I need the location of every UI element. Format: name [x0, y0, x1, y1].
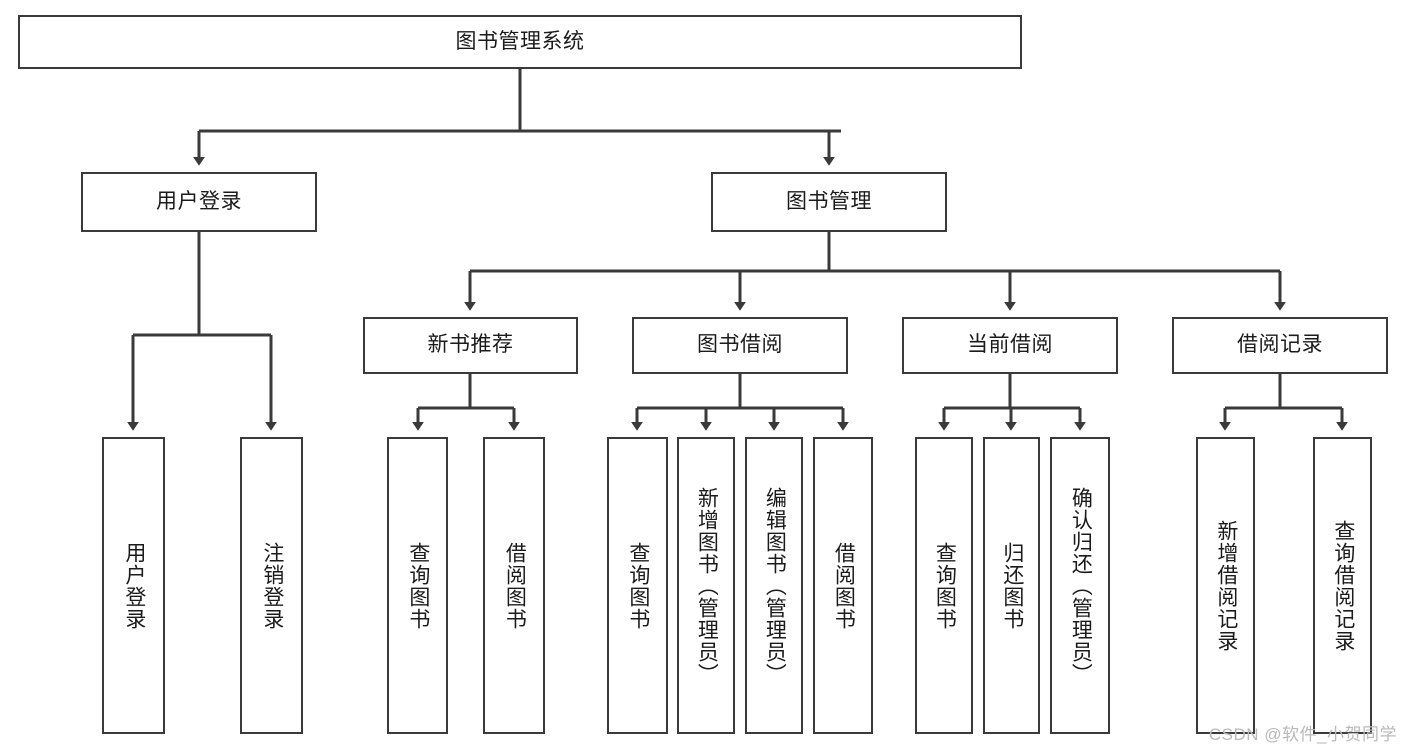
connectors-root-to-level2 [193, 69, 841, 166]
node-leaf-query-book-2[interactable]: 查询图书 [607, 437, 668, 734]
node-leaf-confirm-return-admin[interactable]: 确认归还（管理员） [1050, 437, 1110, 734]
node-borrow-record-label: 借阅记录 [1237, 333, 1323, 357]
node-borrow-record[interactable]: 借阅记录 [1172, 317, 1388, 374]
node-current-borrow[interactable]: 当前借阅 [902, 317, 1118, 374]
node-leaf-user-login[interactable]: 用户登录 [102, 437, 165, 734]
connectors-userlogin-to-leaves [127, 232, 277, 431]
node-leaf-query-book-2-label: 查询图书 [626, 541, 650, 630]
node-book-manage-label: 图书管理 [786, 189, 872, 213]
node-current-borrow-label: 当前借阅 [967, 333, 1053, 357]
node-leaf-confirm-return-admin-label: 确认归还（管理员） [1069, 486, 1093, 685]
node-leaf-query-book-3[interactable]: 查询图书 [915, 437, 973, 734]
connectors-bookmanage-to-level3 [464, 232, 1286, 311]
connectors-bookborrow-to-leaves [631, 374, 849, 431]
node-leaf-query-borrow-record[interactable]: 查询借阅记录 [1313, 437, 1372, 734]
node-user-login-label: 用户登录 [156, 189, 242, 213]
connectors-currentborrow-to-leaves [938, 374, 1086, 431]
node-leaf-add-book-admin[interactable]: 新增图书（管理员） [677, 437, 735, 734]
node-leaf-query-book-3-label: 查询图书 [933, 541, 957, 630]
node-leaf-add-borrow-record-label: 新增借阅记录 [1214, 519, 1238, 652]
node-leaf-logout-login[interactable]: 注销登录 [240, 437, 303, 734]
node-leaf-borrow-book-2-label: 借阅图书 [832, 541, 856, 630]
node-root-label: 图书管理系统 [455, 29, 585, 53]
node-book-manage[interactable]: 图书管理 [711, 172, 947, 232]
node-leaf-return-book-label: 归还图书 [1000, 541, 1024, 630]
connectors-borrowrecord-to-leaves [1219, 374, 1348, 431]
node-leaf-borrow-book-2[interactable]: 借阅图书 [813, 437, 873, 734]
node-leaf-query-book-1-label: 查询图书 [406, 541, 430, 630]
watermark: CSDN @软件_小贺同学 [1208, 725, 1397, 744]
node-book-borrow[interactable]: 图书借阅 [632, 317, 848, 374]
node-leaf-user-login-label: 用户登录 [122, 541, 146, 630]
node-leaf-query-book-1[interactable]: 查询图书 [387, 437, 448, 734]
node-leaf-borrow-book-1[interactable]: 借阅图书 [483, 437, 545, 734]
node-user-login[interactable]: 用户登录 [81, 172, 317, 232]
node-new-book-recommend-label: 新书推荐 [427, 333, 514, 357]
node-leaf-borrow-book-1-label: 借阅图书 [503, 541, 527, 630]
node-leaf-logout-login-label: 注销登录 [260, 541, 284, 630]
node-leaf-add-book-admin-label: 新增图书（管理员） [695, 486, 719, 685]
node-root[interactable]: 图书管理系统 [18, 15, 1022, 69]
node-new-book-recommend[interactable]: 新书推荐 [363, 317, 578, 374]
node-leaf-query-borrow-record-label: 查询借阅记录 [1331, 519, 1355, 652]
node-leaf-add-borrow-record[interactable]: 新增借阅记录 [1196, 437, 1255, 734]
node-leaf-edit-book-admin[interactable]: 编辑图书（管理员） [745, 437, 803, 734]
connectors-newbook-to-leaves [412, 374, 520, 431]
node-leaf-edit-book-admin-label: 编辑图书（管理员） [763, 486, 787, 685]
node-leaf-return-book[interactable]: 归还图书 [983, 437, 1040, 734]
node-book-borrow-label: 图书借阅 [697, 333, 783, 357]
